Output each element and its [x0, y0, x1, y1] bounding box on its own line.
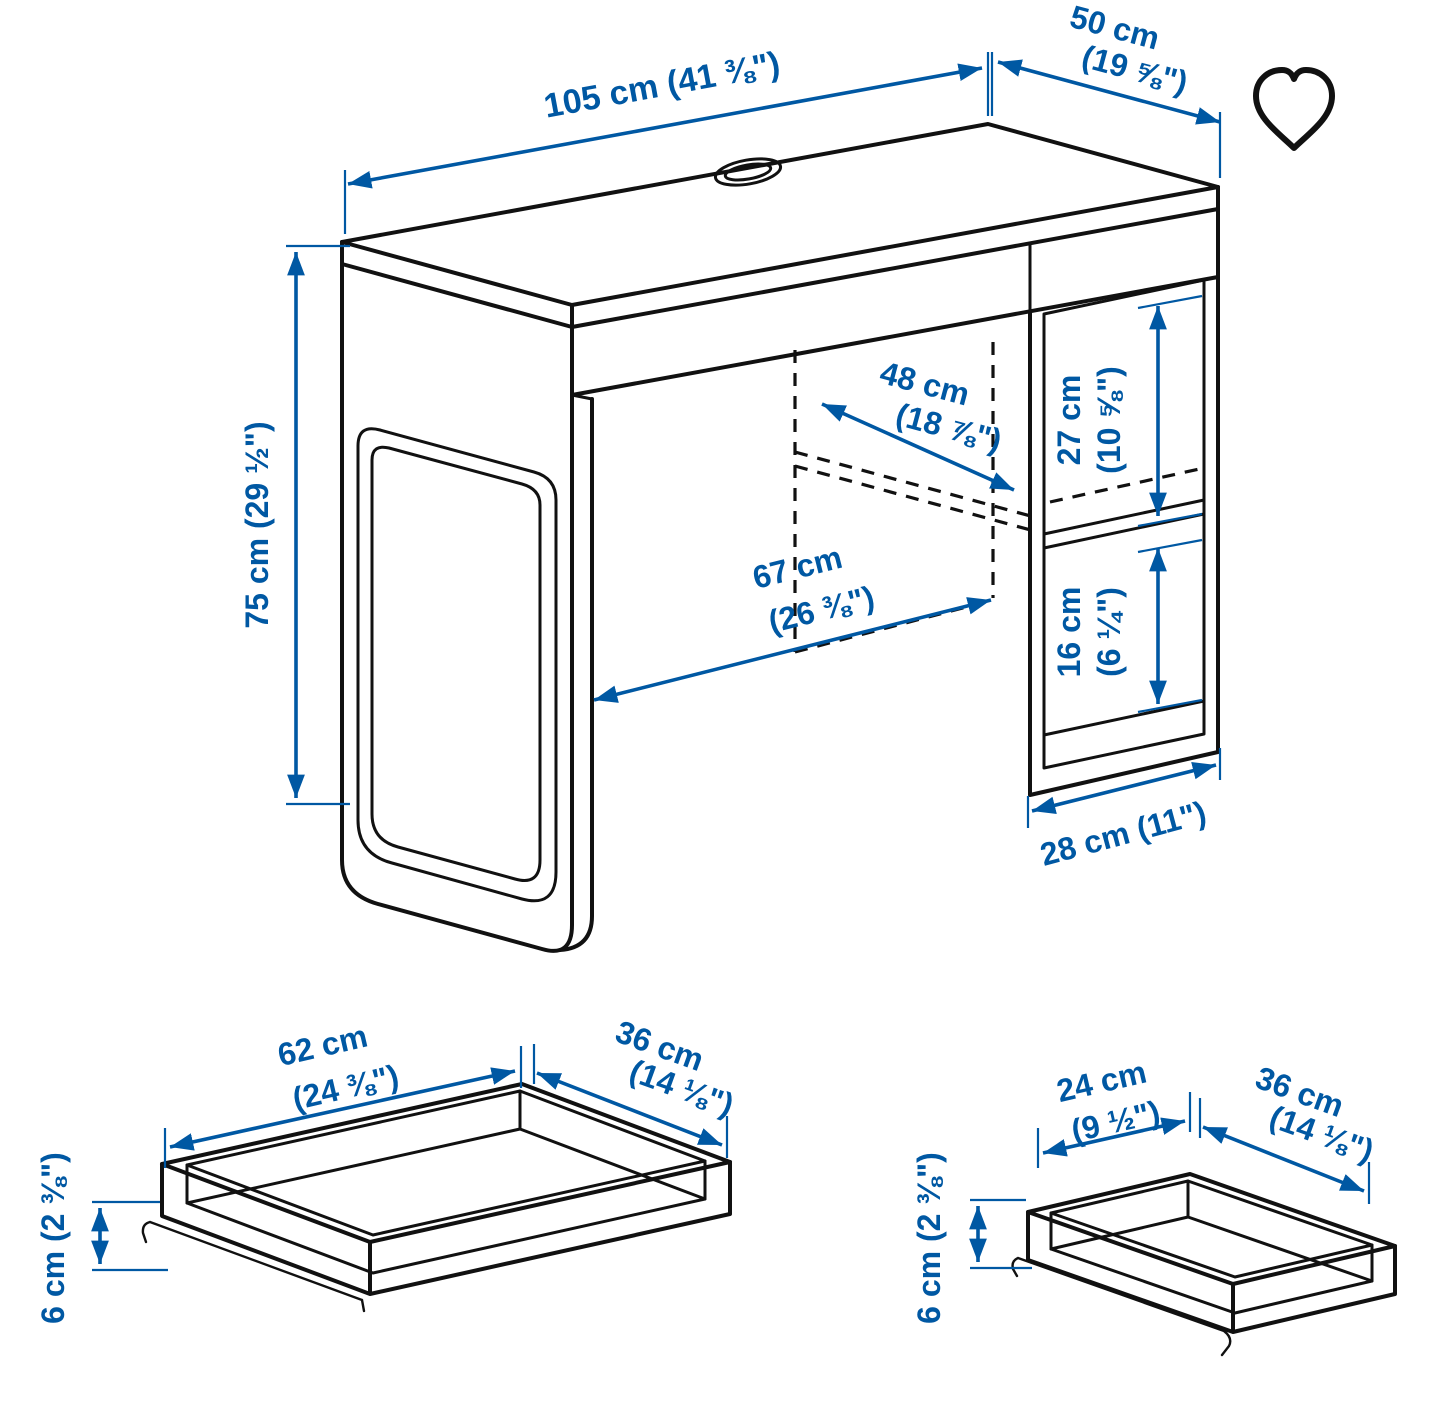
heart-icon [1253, 67, 1335, 151]
dim-large-drawer-height: 6 cm (2 ⅜") [35, 1152, 168, 1324]
desk-tabletop [340, 122, 1220, 307]
dim-small-drawer-depth: 36 cm (14 ⅛") [1198, 1059, 1379, 1204]
dim-desk-depth: 50 cm (19 ⅝") [990, 0, 1222, 178]
storage-shelf [1042, 498, 1206, 550]
favorite-button[interactable] [1253, 67, 1335, 151]
large-drawer-height-label: 6 cm (2 ⅜") [35, 1152, 71, 1324]
small-drawer-height-label: 6 cm (2 ⅜") [911, 1152, 947, 1324]
upper-compartment-label-1: 27 cm [1051, 375, 1087, 466]
dim-small-drawer-width: 24 cm (9 ½") [1036, 1054, 1192, 1168]
dim-desk-height: 75 cm (29 ½") [239, 244, 350, 806]
left-panel [340, 240, 574, 953]
drawer-apron [570, 275, 1220, 397]
lower-compartment-label-1: 16 cm [1051, 587, 1087, 678]
upper-compartment-label-2: (10 ⅝") [1091, 366, 1127, 474]
large-drawer-width-label-1: 62 cm [274, 1018, 371, 1073]
dim-inner-depth: 48 cm (18 ⅞") [821, 354, 1015, 492]
dim-upper-compartment: 27 cm (10 ⅝") [1051, 294, 1203, 528]
inner-width-label-1: 67 cm [749, 539, 846, 596]
left-panel-frame [356, 427, 558, 903]
desk-width-label: 105 cm (41 ⅜") [541, 45, 783, 126]
dim-lower-compartment: 16 cm (6 ¼") [1051, 538, 1203, 714]
desk-height-label: 75 cm (29 ½") [239, 421, 275, 628]
dim-inner-width: 67 cm (26 ⅜") [593, 539, 992, 703]
side-unit-label: 28 cm (11") [1036, 794, 1209, 873]
large-drawer-drawing [141, 1082, 732, 1313]
drawer-rail [141, 1220, 366, 1313]
dim-desk-width: 105 cm (41 ⅜") [343, 45, 990, 234]
lower-compartment-label-2: (6 ¼") [1091, 587, 1127, 677]
dim-large-drawer-width: 62 cm (24 ⅜") [163, 1018, 523, 1168]
dim-small-drawer-height: 6 cm (2 ⅜") [911, 1152, 1032, 1324]
small-drawer-drawing [1011, 1172, 1397, 1357]
